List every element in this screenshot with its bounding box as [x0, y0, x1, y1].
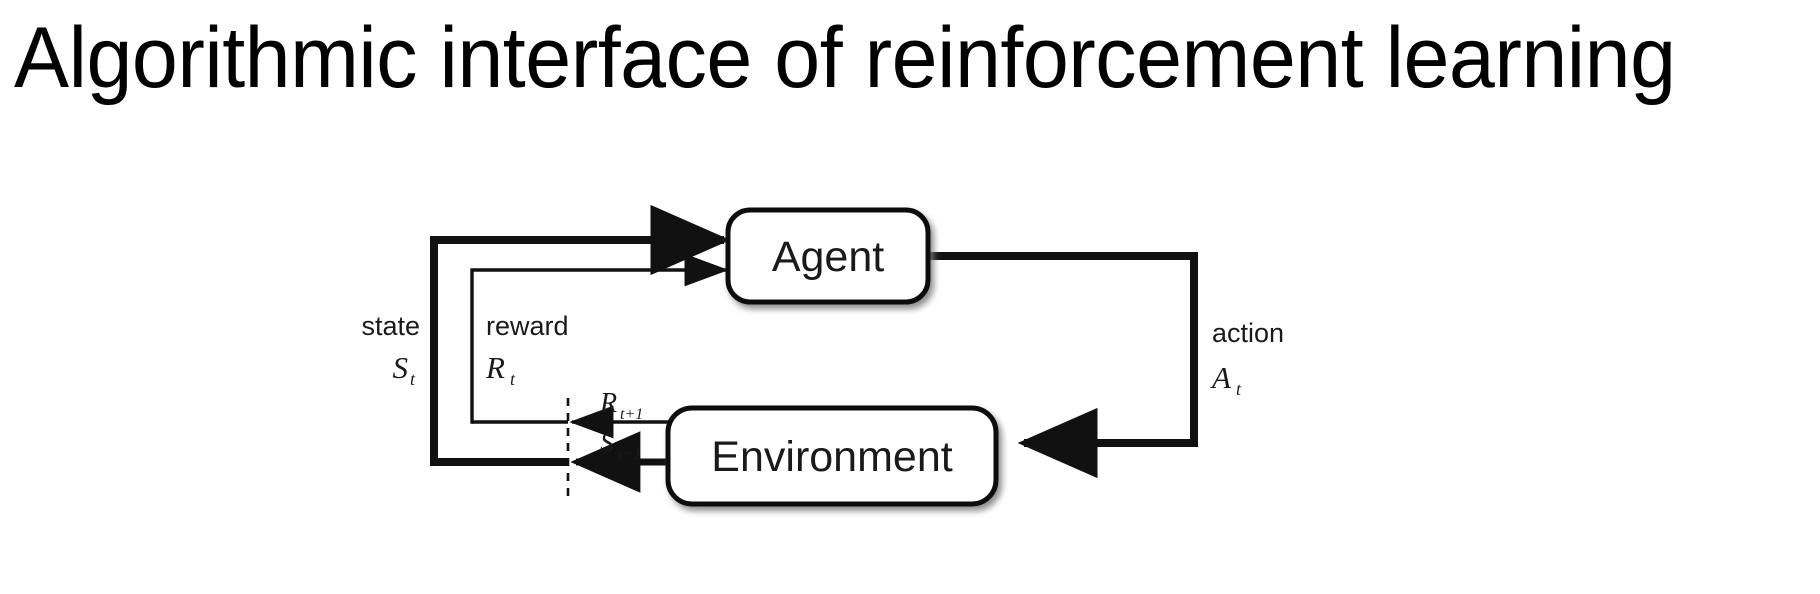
page-title: Algorithmic interface of reinforcement l…	[14, 10, 1676, 106]
label-state: state S t	[361, 311, 420, 389]
reward-word: reward	[486, 311, 569, 341]
node-environment[interactable]: Environment	[665, 405, 999, 507]
reward-path-riser	[470, 268, 720, 424]
action-word: action	[1212, 318, 1284, 348]
action-symbol: A	[1210, 360, 1232, 395]
node-agent[interactable]: Agent	[725, 207, 931, 305]
state-symbol: S	[393, 350, 409, 385]
state-path-riser	[430, 236, 720, 466]
next-state-subscript: t+1	[618, 446, 641, 463]
label-next-state: S t+1	[600, 428, 641, 463]
rl-agent-environment-diagram: Agent Environment state S t reward R t a…	[0, 140, 1820, 594]
reward-subscript: t	[510, 369, 516, 389]
state-subscript: t	[410, 369, 416, 389]
edge-action-to-environment	[924, 252, 1198, 479]
label-reward: reward R t	[485, 311, 569, 389]
agent-label: Agent	[772, 233, 884, 281]
edge-reward-to-agent	[470, 253, 729, 424]
action-path	[924, 252, 1198, 447]
environment-label: Environment	[711, 433, 952, 481]
diagram-canvas: Agent Environment state S t reward R t a…	[361, 204, 1284, 507]
label-next-reward: R t+1	[599, 388, 643, 423]
next-reward-symbol: R	[599, 388, 617, 419]
reward-symbol: R	[485, 350, 505, 385]
action-subscript: t	[1236, 379, 1242, 399]
environment-box[interactable]	[665, 405, 999, 507]
agent-box[interactable]	[725, 207, 931, 305]
edge-state-to-agent	[430, 204, 731, 466]
state-word: state	[361, 311, 420, 341]
label-action: action A t	[1210, 318, 1284, 399]
next-state-symbol: S	[600, 428, 614, 459]
next-reward-subscript: t+1	[620, 406, 643, 423]
